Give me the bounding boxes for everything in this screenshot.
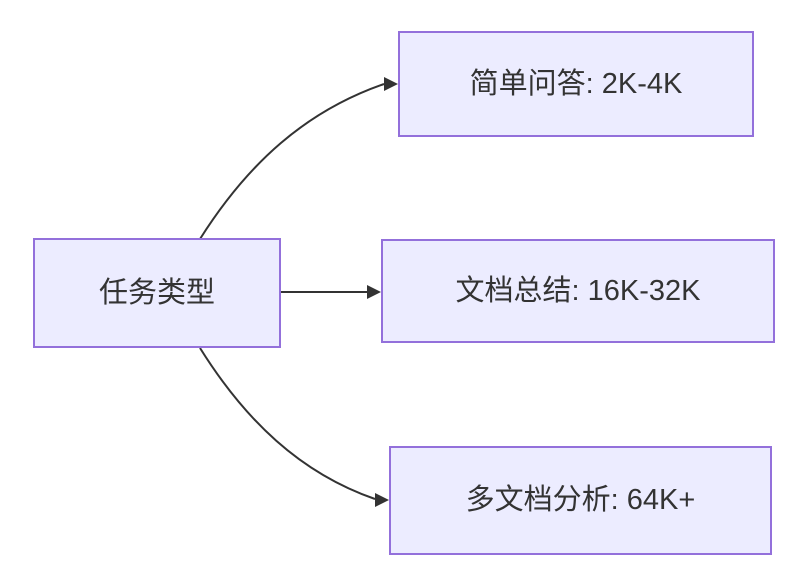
- edge-task-to-simple-qa: [199, 83, 385, 240]
- node-doc-summary: 文档总结: 16K-32K: [381, 239, 775, 343]
- arrowhead-simple-qa-icon: [384, 77, 398, 91]
- arrowhead-doc-summary-icon: [367, 285, 381, 299]
- node-task-type-label: 任务类型: [98, 276, 215, 309]
- arrowhead-multi-doc-icon: [375, 493, 389, 507]
- node-task-type: 任务类型: [33, 238, 281, 348]
- node-simple-qa-label: 简单问答: 2K-4K: [469, 67, 683, 100]
- node-multi-doc-label: 多文档分析: 64K+: [465, 484, 696, 517]
- node-multi-doc: 多文档分析: 64K+: [389, 446, 772, 555]
- edge-task-to-multi-doc: [199, 347, 376, 500]
- node-simple-qa: 简单问答: 2K-4K: [398, 31, 754, 137]
- node-doc-summary-label: 文档总结: 16K-32K: [455, 274, 701, 307]
